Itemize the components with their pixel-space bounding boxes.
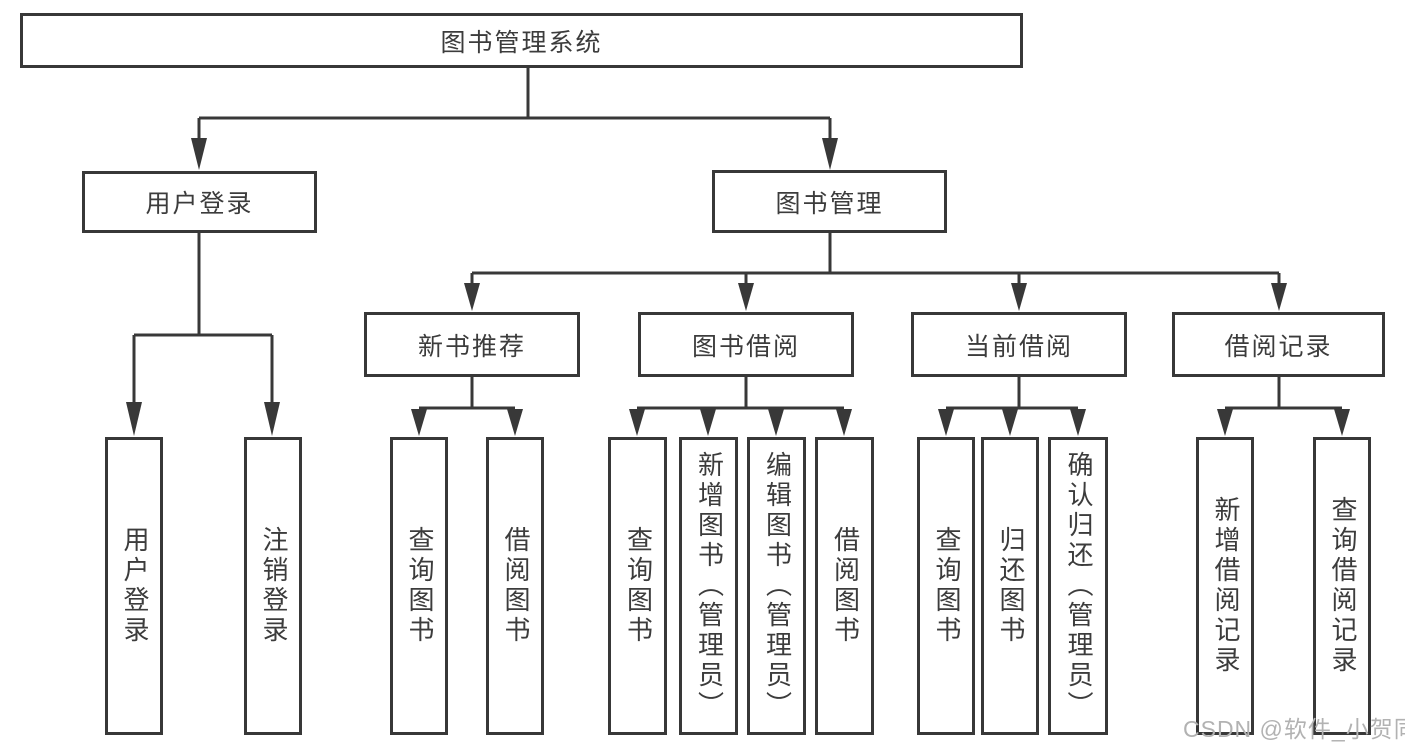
connector-level3-to-leaves (419, 377, 1342, 410)
arrowhead-icon (768, 409, 784, 436)
arrowhead-icon (822, 138, 838, 170)
arrowhead-icon (507, 409, 523, 436)
leaf-logout: 注销登录 (244, 437, 302, 735)
arrowhead-icon (938, 409, 954, 436)
node-new-book-recommendation: 新书推荐 (364, 312, 580, 377)
arrowhead-icon (836, 409, 852, 436)
leaf-query-borrow-record: 查询借阅记录 (1313, 437, 1371, 735)
arrowhead-icon (126, 402, 142, 436)
arrowhead-icon (1011, 283, 1027, 311)
arrowhead-icon (700, 409, 716, 436)
arrowhead-icon (191, 138, 207, 170)
arrowhead-icon (1070, 409, 1086, 436)
leaf-borrow-books: 借阅图书 (486, 437, 544, 735)
connector-elbows (132, 68, 1342, 410)
arrowhead-icon (411, 409, 427, 436)
node-current-borrowing: 当前借阅 (911, 312, 1127, 377)
leaf-add-borrow-record: 新增借阅记录 (1196, 437, 1254, 735)
arrowhead-icon (738, 283, 754, 311)
leaf-borrow-books: 借阅图书 (815, 437, 874, 735)
node-book-borrowing: 图书借阅 (638, 312, 854, 377)
leaf-edit-book-admin: 编辑图书（管理员） (747, 437, 806, 735)
arrowhead-icon (1334, 409, 1350, 436)
connector-bookmgmt-to-level3 (470, 233, 1281, 285)
leaf-user-login: 用户登录 (105, 437, 163, 735)
arrowhead-icon (1002, 409, 1018, 436)
arrowhead-icon (464, 283, 480, 311)
arrowheads (126, 138, 1350, 436)
node-borrowing-records: 借阅记录 (1172, 312, 1385, 377)
leaf-query-books: 查询图书 (917, 437, 975, 735)
node-user-login: 用户登录 (82, 171, 317, 233)
leaf-return-books: 归还图书 (981, 437, 1039, 735)
leaf-query-books: 查询图书 (390, 437, 448, 735)
arrowhead-icon (629, 409, 645, 436)
connector-userlogin-to-leaves (132, 233, 274, 404)
csdn-watermark: CSDN @软件_小贺同学 (1183, 716, 1405, 742)
connector-root-to-level2 (197, 68, 832, 140)
leaf-add-book-admin: 新增图书（管理员） (679, 437, 738, 735)
node-book-management: 图书管理 (712, 170, 947, 233)
arrowhead-icon (1217, 409, 1233, 436)
node-root-system: 图书管理系统 (20, 13, 1023, 68)
arrowhead-icon (1271, 283, 1287, 311)
leaf-confirm-return-admin: 确认归还（管理员） (1048, 437, 1108, 735)
leaf-query-books: 查询图书 (608, 437, 667, 735)
arrowhead-icon (264, 402, 280, 436)
